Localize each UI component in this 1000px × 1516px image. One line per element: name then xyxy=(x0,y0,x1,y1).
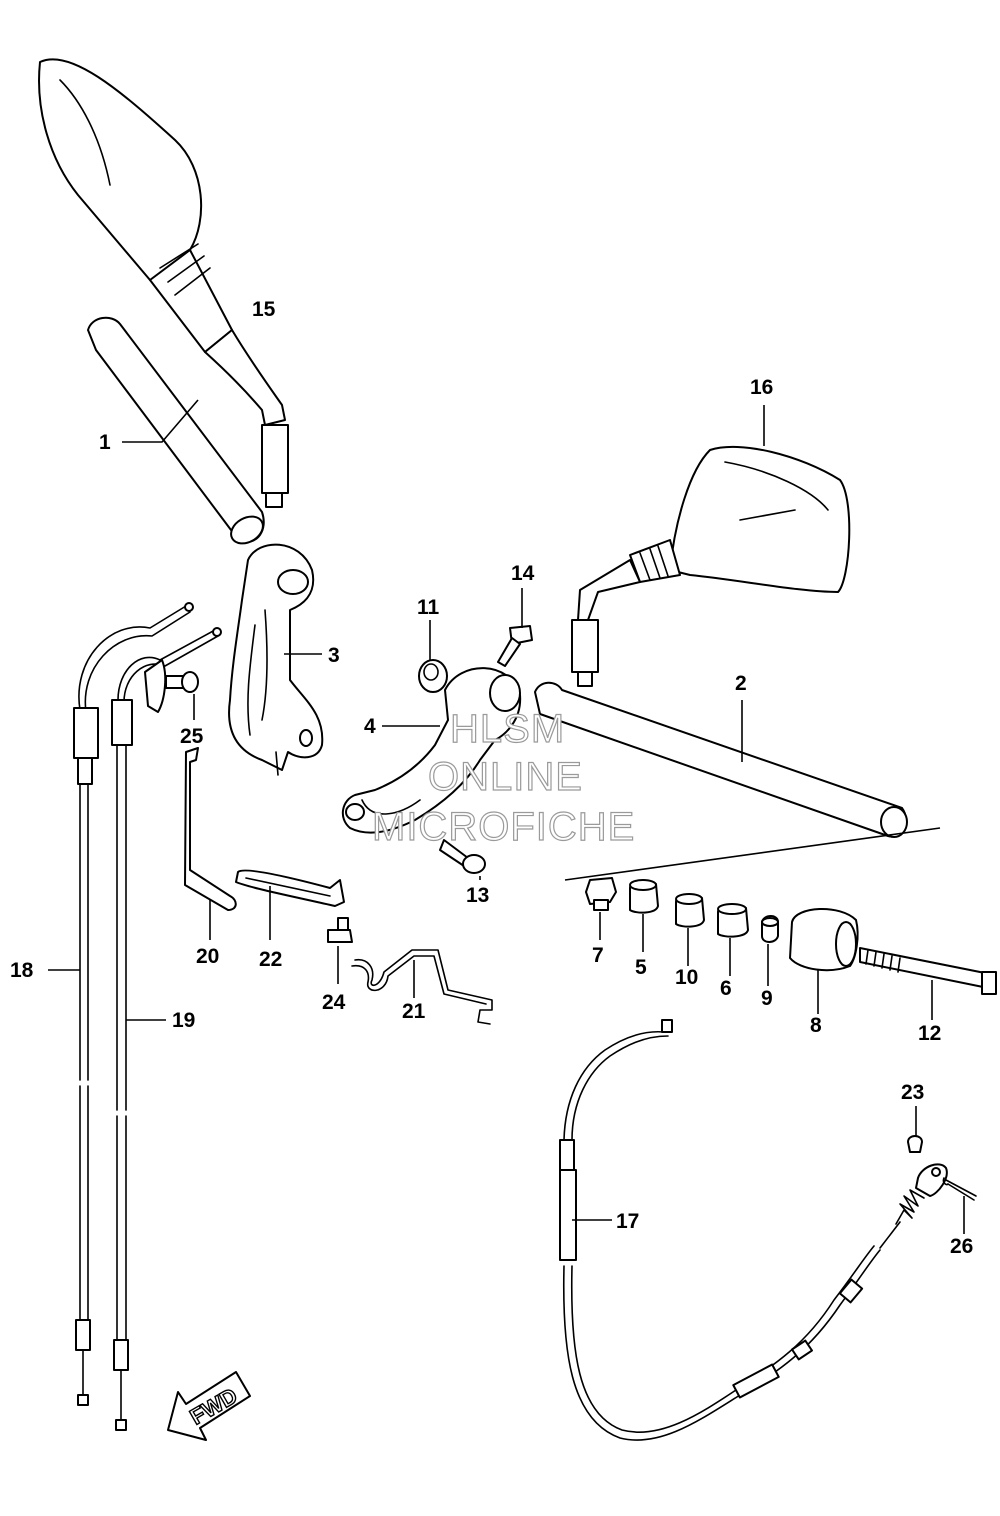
callout-20: 20 xyxy=(196,945,219,968)
part-5-collar[interactable] xyxy=(629,879,659,914)
callout-23: 23 xyxy=(901,1081,924,1104)
watermark-line-1: HLSM xyxy=(450,707,565,751)
part-10-collar[interactable] xyxy=(675,893,705,928)
part-8-bar-end-weight[interactable] xyxy=(789,908,859,972)
callout-14: 14 xyxy=(511,562,535,585)
part-2-handlebar-tube[interactable] xyxy=(534,681,908,838)
part-22-clamp[interactable] xyxy=(235,869,345,907)
part-18-throttle-cable[interactable] xyxy=(73,602,194,1406)
part-23-pin[interactable] xyxy=(907,1135,923,1153)
callout-15: 15 xyxy=(252,298,276,321)
watermark-line-3: MICROFICHE xyxy=(372,805,635,849)
fwd-arrow-icon: FWD xyxy=(167,1371,251,1441)
callout-8: 8 xyxy=(810,1014,822,1037)
callout-16: 16 xyxy=(750,376,773,399)
part-26-cotter-pin[interactable] xyxy=(942,1177,977,1201)
part-7-spacer-bolt[interactable] xyxy=(585,877,617,911)
callout-13: 13 xyxy=(466,884,489,907)
part-15-left-mirror[interactable] xyxy=(38,58,289,508)
part-20-bracket[interactable] xyxy=(184,747,237,911)
callout-18: 18 xyxy=(10,959,34,982)
callout-25: 25 xyxy=(180,725,204,748)
callout-2: 2 xyxy=(735,672,747,695)
callout-7: 7 xyxy=(592,944,604,967)
part-1-left-grip[interactable] xyxy=(87,316,268,549)
callout-22: 22 xyxy=(259,948,282,971)
part-9-washer[interactable] xyxy=(761,915,779,943)
callout-21: 21 xyxy=(402,1000,426,1023)
part-24-bolt[interactable] xyxy=(327,917,353,943)
part-17-clutch-cable[interactable] xyxy=(559,1019,948,1441)
part-16-right-mirror[interactable] xyxy=(571,445,851,687)
part-14-bolt[interactable] xyxy=(497,625,533,667)
watermark-line-2: ONLINE xyxy=(428,755,583,799)
part-6-collar[interactable] xyxy=(717,903,749,938)
callout-10: 10 xyxy=(675,966,698,989)
part-19-throttle-cable[interactable] xyxy=(111,627,222,1431)
watermark: HLSM ONLINE MICROFICHE xyxy=(371,706,635,849)
part-12-screw[interactable] xyxy=(859,947,997,995)
callout-3: 3 xyxy=(328,644,340,667)
callout-17: 17 xyxy=(616,1210,639,1233)
part-13-bolt[interactable] xyxy=(439,839,486,874)
part-3-lever-holder[interactable] xyxy=(228,543,324,776)
callout-24: 24 xyxy=(322,991,346,1014)
callout-9: 9 xyxy=(761,987,773,1010)
part-25-bolt[interactable] xyxy=(165,671,199,693)
callout-11: 11 xyxy=(417,596,440,619)
callout-26: 26 xyxy=(950,1235,973,1258)
part-21-wire-clip[interactable] xyxy=(351,949,493,1025)
callout-5: 5 xyxy=(635,956,647,979)
callout-19: 19 xyxy=(172,1009,195,1032)
part-11-nut[interactable] xyxy=(418,659,448,693)
part-4-handlebar-holder[interactable] xyxy=(341,667,522,834)
callout-12: 12 xyxy=(918,1022,941,1045)
callout-6: 6 xyxy=(720,977,732,1000)
callout-1: 1 xyxy=(99,431,111,454)
callout-4: 4 xyxy=(364,715,376,738)
